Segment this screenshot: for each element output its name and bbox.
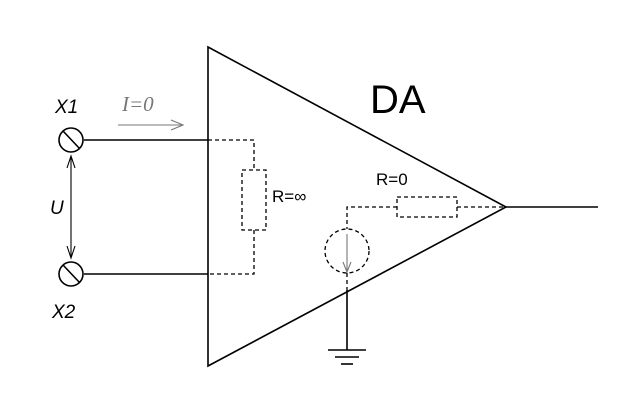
source-arrow xyxy=(342,234,352,274)
amplifier-title: DA xyxy=(370,78,426,122)
source-wire-top xyxy=(346,206,397,229)
output-resistance-label: R=0 xyxy=(376,170,408,189)
ground-symbol xyxy=(328,349,366,365)
terminal-x1-symbol xyxy=(58,127,84,153)
input-resistance-label: R=∞ xyxy=(272,187,306,206)
output-resistor xyxy=(396,196,458,218)
current-arrow xyxy=(118,119,185,131)
voltage-arrow xyxy=(66,154,76,260)
amplifier-triangle xyxy=(207,45,508,368)
current-label: I=0 xyxy=(121,92,154,116)
voltage-source xyxy=(324,228,370,274)
terminal-x1-label: X1 xyxy=(54,97,78,118)
terminal-x2-label: X2 xyxy=(51,302,76,323)
terminal-x2-symbol xyxy=(58,261,84,287)
input-resistance-wire-top xyxy=(208,139,255,170)
voltage-label: U xyxy=(50,198,64,219)
input-resistance-wire-bottom xyxy=(208,230,255,275)
input-resistor xyxy=(241,169,267,231)
